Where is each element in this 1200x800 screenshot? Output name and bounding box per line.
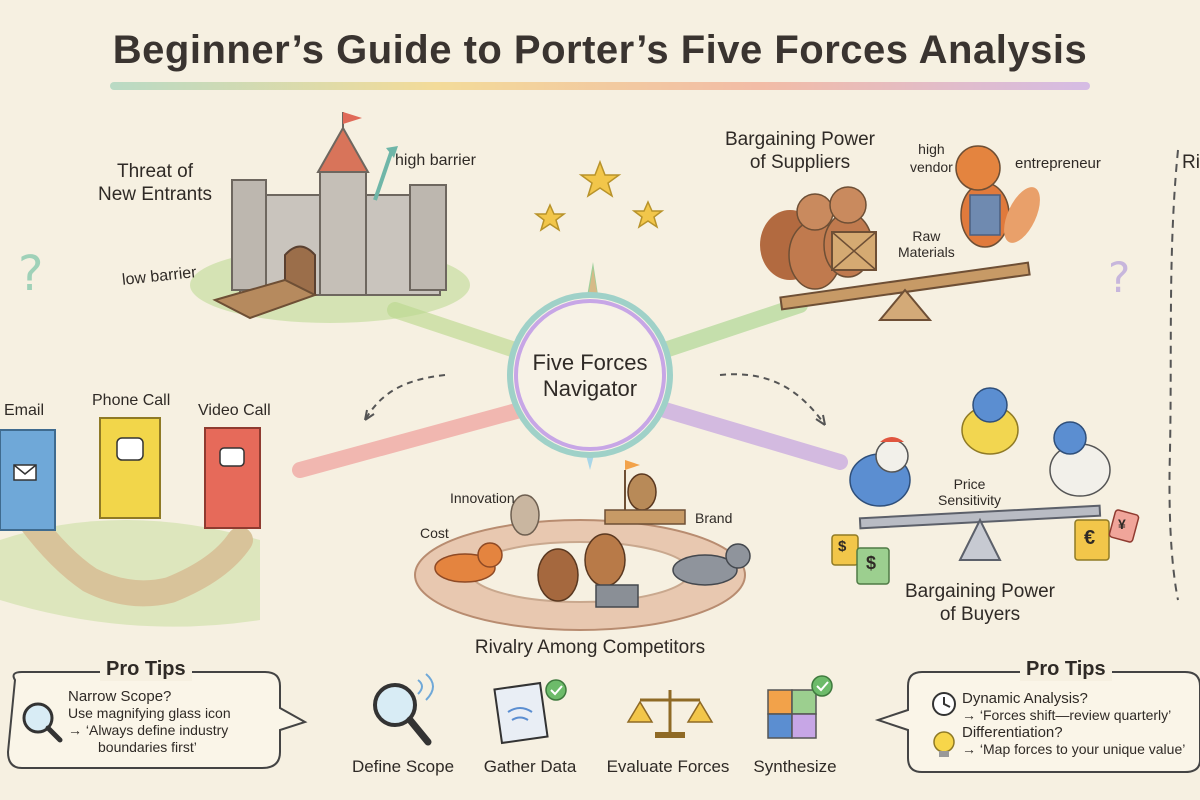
raw-materials-line2: Materials [898, 244, 955, 260]
title-underline [110, 82, 1090, 90]
vendor-label: high vendor [910, 140, 953, 176]
new-entrants-title: Threat of New Entrants [80, 160, 230, 206]
entrepreneur-label: entrepreneur [1015, 155, 1101, 172]
tip-right-a2: → ‘Map forces to your unique value’ [962, 741, 1186, 757]
pro-tips-left-content: Narrow Scope? Use magnifying glass icon … [68, 688, 231, 756]
hub-label: Five Forces Navigator [520, 350, 660, 402]
magnifier-icon [22, 702, 63, 743]
suppliers-title-line1: Bargaining Power [725, 129, 875, 150]
castle-icon [190, 112, 470, 323]
new-entrants-title-line2: New Entrants [97, 184, 213, 205]
pro-tips-left-title: Pro Tips [100, 658, 192, 681]
video-call-label: Video Call [198, 402, 271, 419]
partial-right-label: Ris [1182, 152, 1200, 173]
dashed-arrow-right [719, 373, 826, 426]
right-panel-divider [1168, 149, 1179, 601]
high-barrier-label: high barrier [395, 152, 476, 169]
email-label: Email [4, 402, 45, 419]
tip-right-q1: Dynamic Analysis? [962, 690, 1088, 707]
pro-tips-right-content: Dynamic Analysis? → ‘Forces shift—review… [962, 690, 1185, 758]
pro-tips-left-bubble [6, 671, 308, 769]
substitute-doors-icon [0, 417, 261, 627]
buyers-title-line2: of Buyers [939, 604, 1021, 625]
tip-left-line3: boundaries first’ [98, 739, 197, 755]
hub-line1: Five Forces [532, 350, 648, 375]
buyers-title: Bargaining Power of Buyers [895, 580, 1065, 626]
innovation-label: Innovation [450, 490, 515, 506]
dollar-tag-large: $ [866, 553, 877, 573]
hub-compass [507, 292, 673, 458]
price-sensitivity-label: Price Sensitivity [938, 476, 1001, 508]
pro-tips-right-title: Pro Tips [1020, 658, 1112, 681]
vendor-label-line1: high [918, 141, 945, 157]
step-define-scope: Define Scope [351, 757, 455, 776]
price-sensitivity-line2: Sensitivity [938, 492, 1002, 508]
question-mark-left: ? [18, 246, 43, 302]
buyers-seesaw-icon [831, 387, 1140, 585]
lightbulb-icon [933, 731, 955, 757]
buyers-title-line1: Bargaining Power [905, 581, 1055, 602]
dashed-arrow-left [364, 374, 446, 421]
vendor-label-line2: vendor [910, 159, 953, 175]
notepad-icon [493, 679, 567, 745]
euro-tag: € [1084, 527, 1096, 549]
yen-tag: ¥ [1118, 516, 1126, 532]
suppliers-title: Bargaining Power of Suppliers [715, 128, 885, 174]
step-evaluate-forces: Evaluate Forces [606, 757, 730, 776]
price-sensitivity-line1: Price [953, 476, 986, 492]
new-entrants-title-line1: Threat of [116, 161, 194, 182]
dollar-tag-small: $ [838, 538, 847, 555]
tip-right-q2: Differentiation? [962, 724, 1063, 741]
step-gather-data: Gather Data [483, 757, 577, 776]
pro-tips-right-bubble [874, 671, 1200, 773]
raw-materials-line1: Raw [912, 228, 941, 244]
scales-icon [626, 690, 714, 738]
tip-right-a1: → ‘Forces shift—review quarterly’ [962, 707, 1172, 723]
tip-left-question: Narrow Scope? [68, 688, 172, 705]
tip-left-line1: Use magnifying glass icon [68, 705, 231, 721]
puzzle-icon [767, 675, 833, 739]
hub-line2: Navigator [542, 376, 638, 401]
suppliers-title-line2: of Suppliers [749, 152, 851, 173]
brand-label: Brand [695, 510, 733, 526]
phone-call-label: Phone Call [92, 392, 171, 409]
tip-left-line2: → ‘Always define industry [68, 722, 229, 738]
question-mark-right: ? [1108, 253, 1130, 302]
stars-decoration [533, 159, 665, 232]
cost-label: Cost [420, 525, 449, 541]
page-title: Beginner’s Guide to Porter’s Five Forces… [112, 28, 1088, 72]
clock-icon [932, 692, 956, 716]
step-synthesize: Synthesize [753, 757, 837, 776]
raw-materials-label: Raw Materials [898, 228, 955, 260]
rivalry-title: Rivalry Among Competitors [474, 637, 706, 658]
suppliers-seesaw-icon [760, 145, 1040, 321]
magnifier-step-icon [373, 673, 434, 746]
rivalry-race-track-icon [414, 460, 751, 631]
